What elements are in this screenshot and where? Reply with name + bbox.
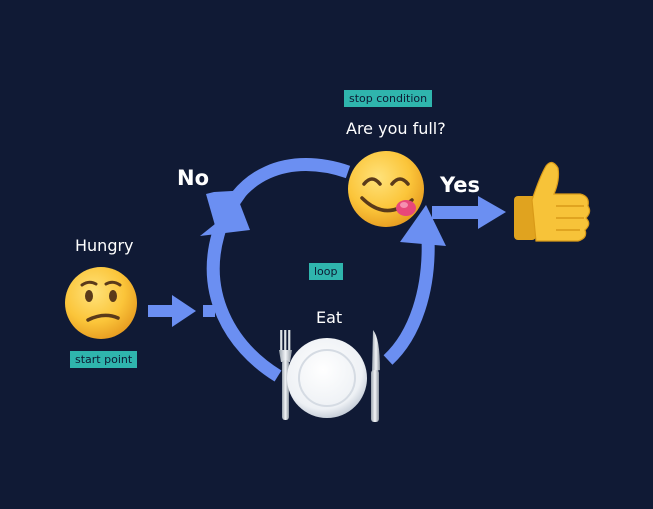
yummy-face-icon	[348, 151, 424, 227]
are-you-full-label: Are you full?	[346, 119, 446, 138]
loop-arrowhead-no-tip	[200, 204, 250, 236]
loop-arrowhead-up	[400, 205, 446, 246]
fork-knife-plate-icon	[279, 330, 380, 422]
start-point-tag: start point	[70, 351, 138, 368]
confused-face-icon	[65, 267, 137, 339]
eat-label: Eat	[316, 308, 343, 327]
start-arrow	[148, 295, 215, 327]
yes-label: Yes	[440, 173, 481, 197]
thumbs-up-icon	[514, 161, 591, 242]
loop-tag: loop	[309, 263, 343, 280]
stop-condition-tag: stop condition	[344, 90, 433, 107]
no-label: No	[177, 166, 210, 190]
yes-arrow	[432, 196, 506, 229]
hungry-label: Hungry	[75, 236, 134, 255]
